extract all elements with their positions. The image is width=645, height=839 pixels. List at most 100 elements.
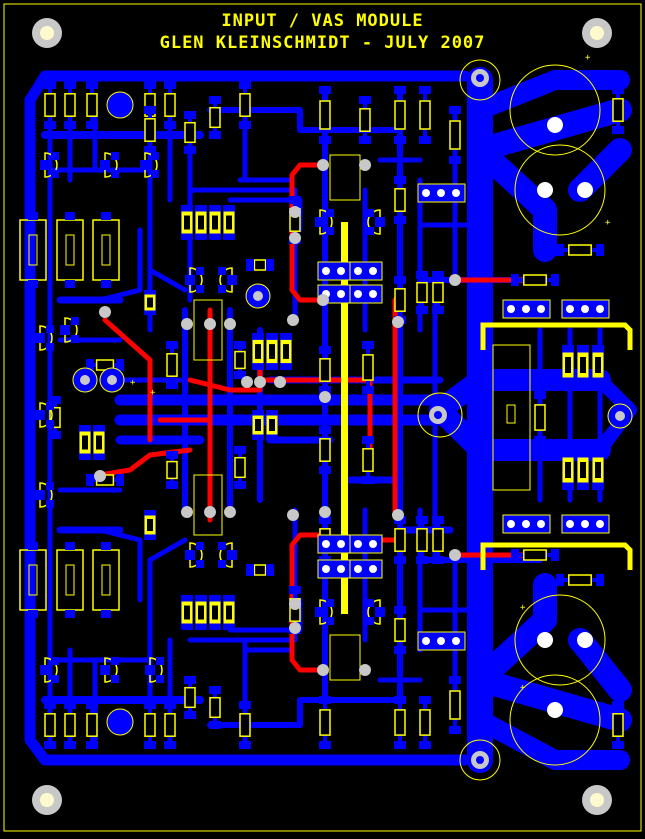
- transistor-0: [40, 152, 59, 178]
- resistor-bot-2: [86, 701, 98, 749]
- small-cap-2: [99, 367, 125, 393]
- polarity-mark-3: +: [520, 683, 526, 693]
- resistor-10: [319, 426, 331, 474]
- resistor-5: [319, 346, 331, 394]
- terminal-block-12: [502, 514, 551, 534]
- resistor-bank-3: [223, 205, 235, 240]
- resistor-top-0: [44, 81, 56, 129]
- transistor-16: [145, 657, 164, 683]
- via-10: [254, 376, 266, 388]
- small-cap-0: [245, 283, 271, 309]
- via-13: [392, 316, 404, 328]
- resistor-top-5: [239, 81, 251, 129]
- power-resistor-0: [19, 212, 47, 288]
- resistor-top-10: [612, 86, 624, 134]
- resistor-3: [394, 176, 406, 224]
- resistor-bank-2: [209, 205, 221, 240]
- via-2: [317, 294, 329, 306]
- resistor-bank-8: [252, 333, 264, 370]
- resistor-h-0: [511, 274, 559, 286]
- resistor-bot-3: [144, 701, 156, 749]
- via-26: [287, 509, 299, 521]
- resistor-21: [416, 516, 428, 564]
- resistor-top-2: [86, 81, 98, 129]
- via-15: [319, 506, 331, 518]
- transistor-10: [185, 542, 204, 568]
- resistor-bank-14: [562, 450, 574, 490]
- resistor-bot-5: [239, 701, 251, 749]
- resistor-bank-10: [280, 333, 292, 370]
- resistor-14: [166, 341, 178, 389]
- polarity-mark-5: +: [130, 378, 136, 388]
- power-resistor-2: [92, 212, 120, 288]
- resistor-h-4: [86, 359, 124, 371]
- via-20: [449, 274, 461, 286]
- resistor-25: [209, 686, 221, 729]
- cap-lead-1: [537, 182, 553, 198]
- resistor-bank-15: [577, 450, 589, 490]
- resistor-top-7: [394, 86, 406, 144]
- polarity-mark-1: +: [605, 218, 611, 228]
- via-5: [287, 314, 299, 326]
- via-8: [181, 318, 193, 330]
- via-19: [94, 470, 106, 482]
- power-resistor-4: [56, 542, 84, 618]
- transistor-11: [218, 542, 237, 568]
- via-24: [289, 622, 301, 634]
- transistor-15: [100, 657, 119, 683]
- resistor-small-2: [252, 410, 264, 440]
- resistor-top-1: [64, 81, 76, 129]
- transistor-13: [366, 599, 385, 625]
- resistor-17: [534, 391, 546, 444]
- polarity-mark-0: +: [585, 53, 591, 63]
- resistor-top-6: [319, 86, 331, 144]
- resistor-bank-7: [223, 595, 235, 630]
- resistor-bot-7: [394, 696, 406, 749]
- transistor-17: [60, 317, 79, 343]
- via-9: [224, 318, 236, 330]
- resistor-18: [432, 271, 444, 314]
- resistor-bot-10: [612, 701, 624, 749]
- terminal-block-3: [349, 261, 383, 281]
- via-4: [289, 232, 301, 244]
- heatsink-brackets: [480, 322, 633, 570]
- resistor-bank-0: [181, 205, 193, 240]
- cap-lead-4: [577, 632, 593, 648]
- power-resistor-3: [19, 542, 47, 618]
- resistor-8: [394, 516, 406, 564]
- board-outline: [3, 3, 642, 832]
- resistor-bot-9: [449, 676, 461, 734]
- resistor-h-6: [246, 259, 274, 271]
- via-21: [449, 549, 461, 561]
- transistor-4: [366, 209, 385, 235]
- via-0: [317, 159, 329, 171]
- resistor-bot-6: [319, 696, 331, 749]
- resistor-h-3: [556, 574, 604, 586]
- transistor-2: [140, 152, 159, 178]
- transistor-3: [315, 209, 334, 235]
- resistor-12: [234, 341, 246, 379]
- terminal-block-4: [349, 284, 383, 304]
- resistor-19: [432, 516, 444, 564]
- small-cap-1: [72, 367, 98, 393]
- polarity-mark-4: +: [150, 388, 156, 398]
- via-3: [289, 206, 301, 218]
- resistor-bank-11: [562, 345, 574, 385]
- components: [19, 81, 633, 749]
- resistor-bank-13: [592, 345, 604, 385]
- terminal-block-5: [502, 299, 551, 319]
- pads: [94, 69, 593, 769]
- resistor-24: [144, 106, 156, 154]
- cap-lead-0: [547, 117, 563, 133]
- polarity-mark-2: +: [520, 603, 526, 613]
- resistor-small-3: [266, 410, 278, 440]
- via-23: [359, 664, 371, 676]
- via-14: [392, 509, 404, 521]
- terminal-block-1: [317, 261, 351, 281]
- transistor-7: [35, 325, 54, 351]
- power-resistor-1: [56, 212, 84, 288]
- terminal-block-11: [349, 559, 383, 579]
- via-27: [241, 376, 253, 388]
- resistor-6: [362, 341, 374, 394]
